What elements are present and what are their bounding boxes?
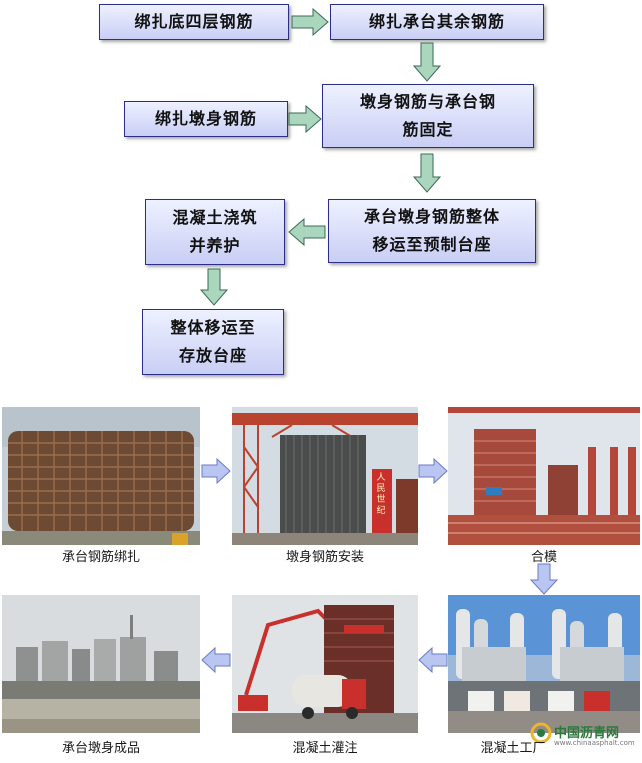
step-tie-pier-rebar-label: 绑扎墩身钢筋 — [154, 109, 257, 128]
step-move-to-platform-line2: 移运至预制台座 — [372, 235, 492, 254]
step-move-to-storage: 整体移运至 存放台座 — [142, 309, 284, 375]
arrow-down-1 — [413, 42, 441, 82]
step-move-to-storage-line1: 整体移运至 — [170, 318, 256, 337]
step-pour-concrete: 混凝土浇筑 并养护 — [145, 199, 285, 265]
step-move-to-storage-line2: 存放台座 — [178, 346, 247, 365]
watermark-url: www.chinaasphalt.com — [554, 739, 635, 747]
step-fix-rebar-line2: 筋固定 — [402, 120, 454, 139]
arrow-right-1 — [291, 8, 329, 36]
arrow-left-1 — [288, 218, 326, 246]
step-fix-rebar-line1: 墩身钢筋与承台钢 — [359, 92, 496, 111]
photo-concrete-plant — [448, 595, 640, 733]
arrow-down-2 — [413, 153, 441, 193]
caption-pile-cap-rebar: 承台钢筋绑扎 — [61, 550, 140, 565]
photo-pile-cap-rebar — [2, 407, 200, 545]
photo-arrow-down — [530, 563, 558, 595]
step-tie-bottom-rebar: 绑扎底四层钢筋 — [99, 4, 289, 40]
step-pour-concrete-line2: 并养护 — [189, 236, 241, 255]
step-tie-pier-rebar: 绑扎墩身钢筋 — [124, 101, 288, 137]
caption-concrete-pouring: 混凝土灌注 — [292, 741, 358, 756]
arrow-down-3 — [200, 268, 228, 306]
caption-pier-rebar: 墩身钢筋安装 — [285, 550, 364, 565]
step-fix-rebar: 墩身钢筋与承台钢 筋固定 — [322, 84, 534, 148]
step-tie-remaining-rebar-label: 绑扎承台其余钢筋 — [368, 12, 505, 31]
step-tie-bottom-rebar-label: 绑扎底四层钢筋 — [134, 12, 254, 31]
photo-pier-rebar — [232, 407, 418, 545]
photo-pier-rebar-sign: 人民 世纪 — [376, 473, 386, 516]
caption-concrete-plant: 混凝土工厂 — [480, 741, 546, 756]
photo-arrow-right-1 — [201, 458, 231, 484]
caption-formwork: 合模 — [530, 550, 557, 565]
step-pour-concrete-line1: 混凝土浇筑 — [172, 208, 258, 227]
step-tie-remaining-rebar: 绑扎承台其余钢筋 — [330, 4, 544, 40]
photo-arrow-left-1 — [201, 647, 231, 673]
photo-finished-products — [2, 595, 200, 733]
photo-arrow-right-2 — [418, 458, 448, 484]
photo-concrete-pouring — [232, 595, 418, 733]
watermark-text: 中国沥青网 — [554, 726, 620, 741]
photo-arrow-left-2 — [418, 647, 448, 673]
caption-finished-products: 承台墩身成品 — [61, 741, 140, 756]
step-move-to-platform: 承台墩身钢筋整体 移运至预制台座 — [328, 199, 536, 263]
photo-formwork — [448, 407, 640, 545]
arrow-right-2 — [288, 105, 322, 133]
step-move-to-platform-line1: 承台墩身钢筋整体 — [363, 207, 500, 226]
watermark-logo-icon — [530, 722, 552, 744]
